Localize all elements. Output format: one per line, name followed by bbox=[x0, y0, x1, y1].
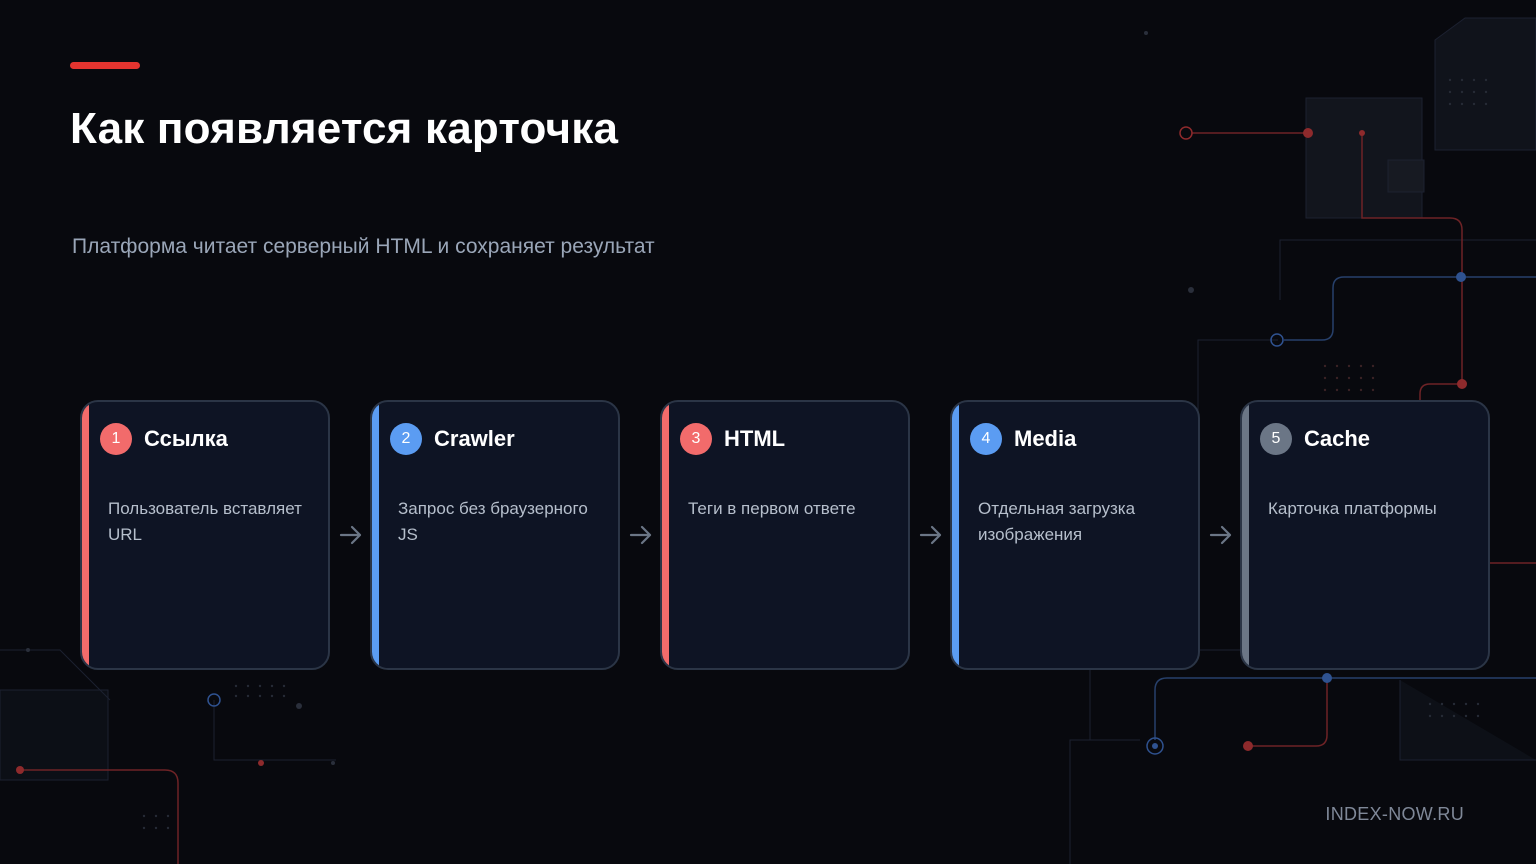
footer-brand: INDEX-NOW.RU bbox=[1325, 804, 1464, 824]
arrow-right-icon bbox=[339, 525, 362, 545]
step-accent-stripe bbox=[82, 402, 89, 668]
step-number-badge: 4 bbox=[970, 423, 1002, 455]
page-subtitle: Платформа читает серверный HTML и сохран… bbox=[72, 235, 655, 258]
step-accent-stripe bbox=[952, 402, 959, 668]
step-card-cache: 5 Cache Карточка платформы bbox=[1240, 400, 1490, 670]
step-description: Пользователь вставляет URL bbox=[108, 499, 302, 544]
step-title: Cache bbox=[1304, 426, 1371, 451]
step-description: Карточка платформы bbox=[1268, 499, 1437, 518]
step-accent-stripe bbox=[372, 402, 379, 668]
step-card-media: 4 Media Отдельная загрузка изображения bbox=[950, 400, 1200, 670]
title-accent-bar bbox=[70, 62, 140, 69]
step-card-link: 1 Ссылка Пользователь вставляет URL bbox=[80, 400, 330, 670]
step-title: Crawler bbox=[434, 426, 515, 451]
step-number-badge: 2 bbox=[390, 423, 422, 455]
arrow-right-icon bbox=[919, 525, 942, 545]
step-description: Теги в первом ответе bbox=[688, 499, 856, 518]
step-description: Запрос без браузерного JS bbox=[398, 499, 588, 544]
step-accent-stripe bbox=[1242, 402, 1249, 668]
step-title: Media bbox=[1014, 426, 1077, 451]
page-title: Как появляется карточка bbox=[70, 104, 619, 153]
step-accent-stripe bbox=[662, 402, 669, 668]
arrow-right-icon bbox=[1209, 525, 1232, 545]
step-number-badge: 3 bbox=[680, 423, 712, 455]
step-number-badge: 5 bbox=[1260, 423, 1292, 455]
step-title: Ссылка bbox=[144, 426, 228, 451]
step-title: HTML bbox=[724, 426, 786, 451]
step-description: Отдельная загрузка изображения bbox=[978, 499, 1136, 544]
step-card-crawler: 2 Crawler Запрос без браузерного JS bbox=[370, 400, 620, 670]
step-number-badge: 1 bbox=[100, 423, 132, 455]
arrow-right-icon bbox=[629, 525, 652, 545]
step-card-html: 3 HTML Теги в первом ответе bbox=[660, 400, 910, 670]
